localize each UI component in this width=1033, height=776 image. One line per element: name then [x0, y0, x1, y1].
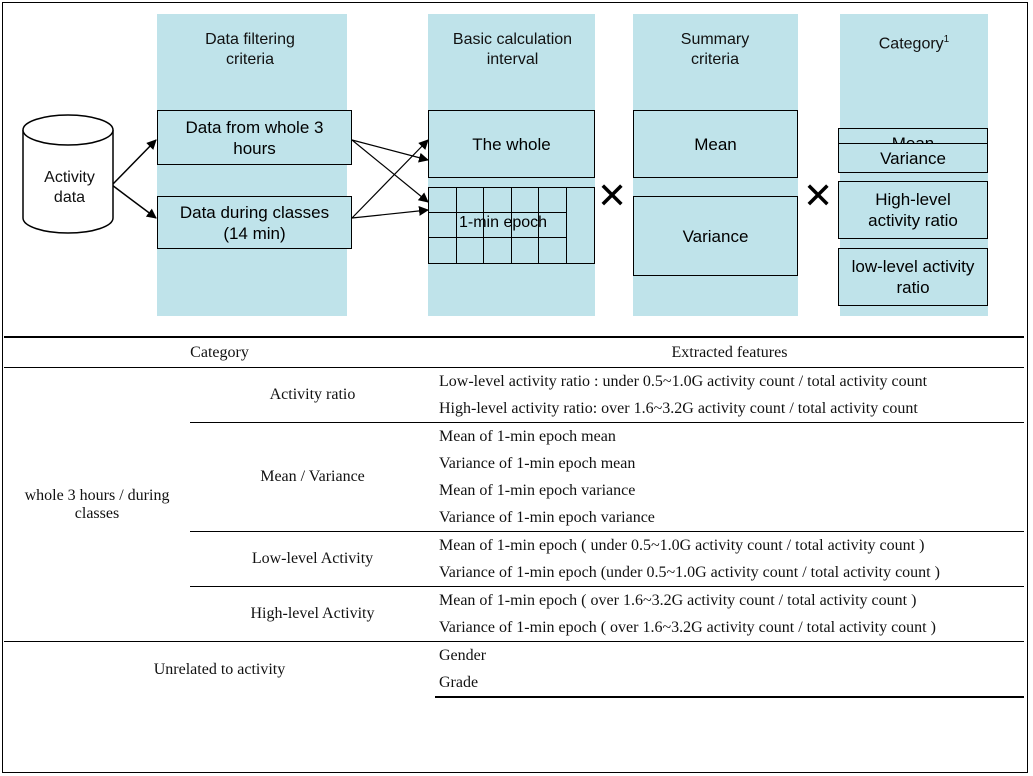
arrow-whole3h-to-whole [351, 139, 429, 163]
connector-arrows [111, 139, 429, 219]
header-filtering: Data filtering criteria [205, 31, 295, 68]
arrow-whole3h-to-epoch [351, 139, 429, 203]
table-header-category: Category [4, 336, 435, 368]
feature-row: Variance of 1-min epoch mean [439, 454, 636, 472]
table-header-features: Extracted features [435, 336, 1024, 368]
section-high-level: High-level Activity [190, 586, 435, 642]
arrow-source-to-whole3h [111, 139, 157, 186]
arrow-source-to-classes [111, 184, 157, 219]
header-category: Category1 [878, 34, 950, 53]
category-variance-box-visible: Variance [838, 143, 988, 173]
category-high-level-box: High-level activity ratio [838, 181, 988, 239]
activity-data-label: Activity data [44, 169, 95, 206]
header-interval: Basic calculation interval [452, 31, 573, 68]
interval-epoch-label: 1-min epoch [459, 214, 548, 231]
filtering-column-band [157, 14, 347, 316]
section-mean-variance: Mean / Variance [190, 422, 435, 532]
filter-during-classes-box: Data during classes (14 min) [157, 196, 352, 249]
section-activity-ratio: Activity ratio [269, 386, 356, 403]
feature-row: Low-level activity ratio : under 0.5~1.0… [439, 372, 928, 390]
arrow-classes-to-epoch [351, 205, 429, 219]
interval-whole-box: The whole [428, 110, 595, 178]
summary-variance-box: Variance [633, 196, 798, 276]
feature-row: Grade [435, 669, 1024, 698]
multiply-operator-1: ✕ [597, 176, 628, 217]
feature-row: Variance of 1-min epoch variance [439, 508, 655, 526]
header-summary: Summary criteria [680, 31, 750, 68]
feature-row: Variance of 1-min epoch ( over 1.6~3.2G … [439, 618, 936, 636]
group-label: whole 3 hours / during classes [24, 486, 170, 522]
feature-row: Mean of 1-min epoch mean [435, 422, 1024, 450]
section-low-level: Low-level Activity [190, 531, 435, 587]
activity-data-cylinder [22, 114, 114, 234]
feature-row: High-level activity ratio: over 1.6~3.2G… [439, 399, 918, 417]
interval-epoch-grid: 1-min epoch [428, 187, 595, 264]
multiply-operator-2: ✕ [803, 176, 834, 217]
summary-mean-box: Mean [633, 110, 798, 178]
unrelated-label: Unrelated to activity [4, 641, 435, 697]
category-low-level-box: low-level activity ratio [838, 248, 988, 306]
arrow-classes-to-whole [351, 139, 429, 219]
feature-row: Mean of 1-min epoch ( over 1.6~3.2G acti… [435, 586, 1024, 614]
feature-row: Mean of 1-min epoch variance [439, 481, 636, 499]
feature-row: Mean of 1-min epoch ( under 0.5~1.0G act… [435, 531, 1024, 559]
filter-whole-3-hours-box: Data from whole 3 hours [157, 110, 352, 165]
feature-row: Gender [435, 641, 1024, 669]
feature-row: Variance of 1-min epoch (under 0.5~1.0G … [439, 563, 940, 581]
features-table: Category Extracted features whole 3 hour… [4, 336, 1024, 698]
